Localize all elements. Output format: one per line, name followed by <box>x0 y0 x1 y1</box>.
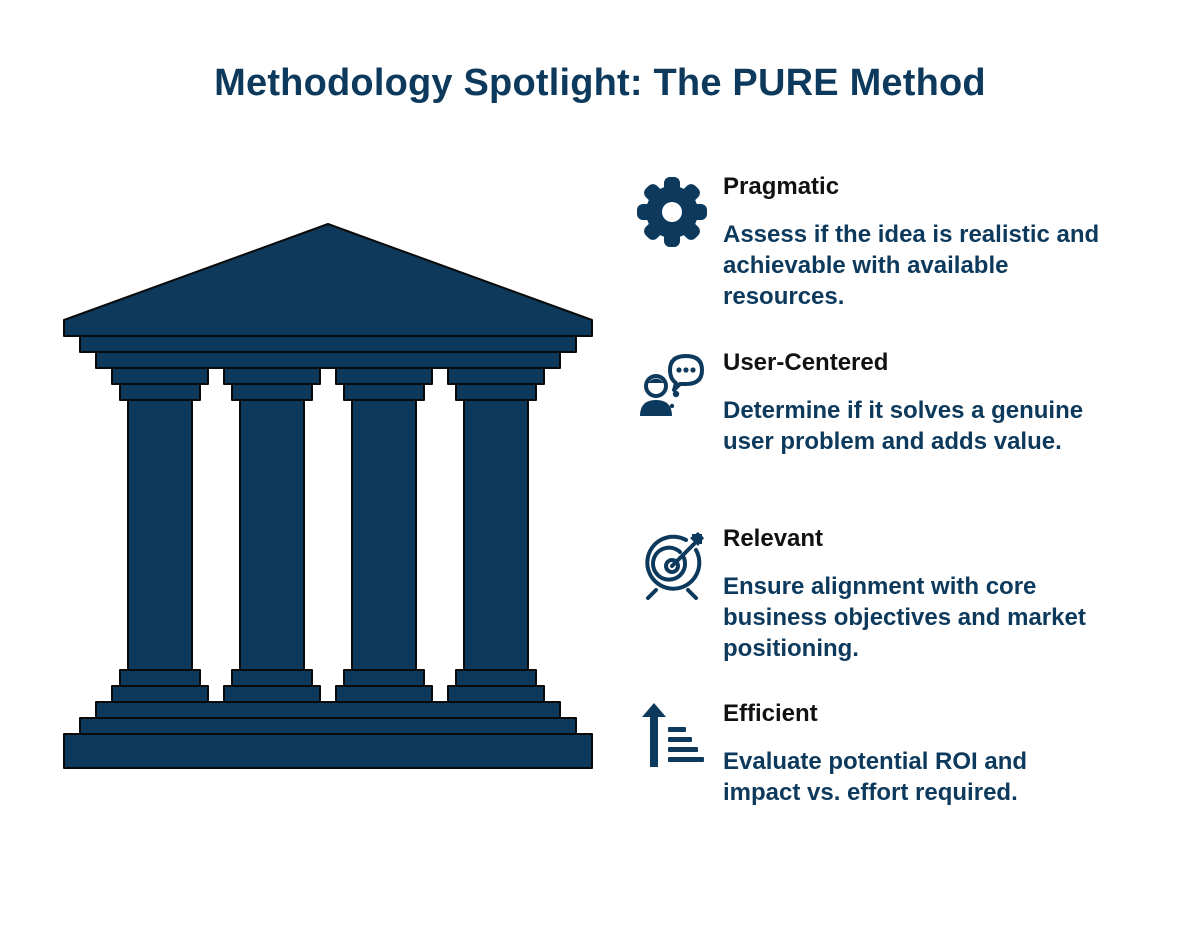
pure-item-pragmatic: Pragmatic Assess if the idea is realisti… <box>636 173 1106 326</box>
item-heading: Relevant <box>723 525 824 552</box>
item-description: Determine if it solves a genuine user pr… <box>723 397 1084 455</box>
item-description: Evaluate potential ROI and impact vs. ef… <box>723 748 1028 806</box>
target-icon <box>645 532 704 600</box>
item-description: Assess if the idea is realistic and achi… <box>723 221 1100 310</box>
item-heading: User-Centered <box>723 349 889 376</box>
temple-column-2 <box>223 367 321 703</box>
user-chat-icon <box>640 354 704 416</box>
temple-entablature-1 <box>79 335 577 353</box>
temple-base-1 <box>95 701 561 719</box>
item-heading: Pragmatic <box>723 173 840 200</box>
pure-item-user-centered: User-Centered Determine if it solves a g… <box>636 349 1106 502</box>
temple-roof <box>63 223 593 337</box>
temple-base-3 <box>63 733 593 769</box>
gear-icon <box>637 177 707 247</box>
pure-item-efficient: Efficient Evaluate potential ROI and imp… <box>636 700 1106 823</box>
pure-item-relevant: Relevant Ensure alignment with core busi… <box>636 525 1106 678</box>
temple-column-4 <box>447 367 545 703</box>
temple-column-1 <box>111 367 209 703</box>
item-heading: Efficient <box>723 700 818 727</box>
item-description: Ensure alignment with core business obje… <box>723 573 1086 662</box>
temple-entablature-2 <box>95 351 561 369</box>
page-title: Methodology Spotlight: The PURE Method <box>214 62 986 104</box>
temple-column-3 <box>335 367 433 703</box>
temple-illustration <box>63 223 593 769</box>
arrow-up-bars-icon <box>642 703 704 767</box>
temple-base-2 <box>79 717 577 735</box>
